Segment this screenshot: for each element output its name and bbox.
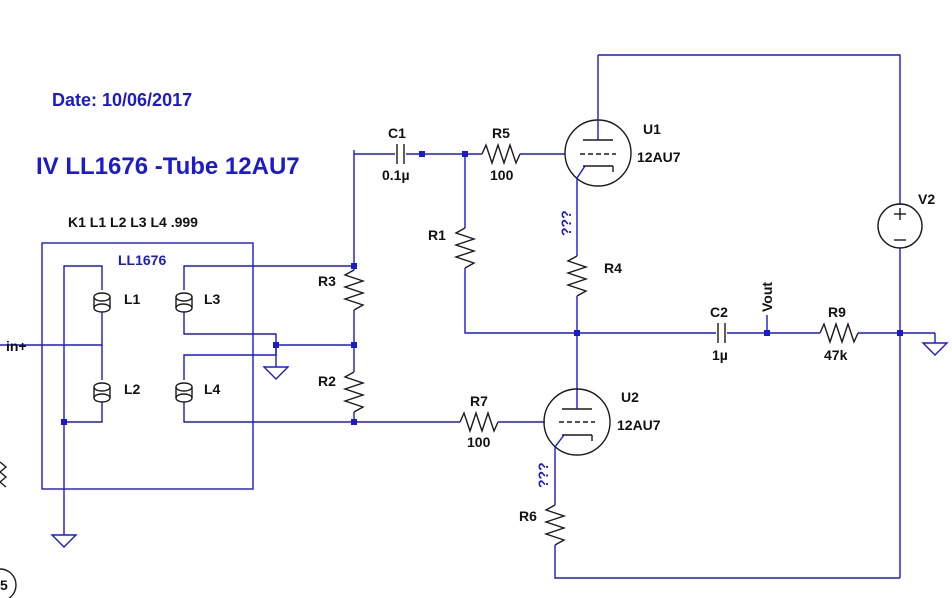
vout-net-label: Vout [759, 282, 775, 333]
u1-label: U1 [643, 121, 661, 137]
l1-label: L1 [124, 291, 141, 307]
r6-label: R6 [519, 508, 537, 524]
inductor-l2[interactable]: L2 [64, 355, 141, 423]
node-dot [351, 263, 357, 269]
r7-value: 100 [467, 434, 491, 450]
inductor-l1[interactable]: L1 [63, 265, 141, 422]
transformer-ll1676[interactable]: LL1676 L1 L2 in+ [0, 242, 354, 490]
ground-symbol-centertap [262, 344, 354, 380]
r4-unknown-value: ??? [558, 210, 574, 236]
schematic-title: IV LL1676 -Tube 12AU7 [36, 153, 300, 180]
r6-unknown-value: ??? [535, 462, 551, 488]
resistor-r3[interactable]: R3 [318, 150, 366, 345]
r1-label: R1 [428, 227, 446, 243]
vout-label: Vout [759, 282, 775, 312]
c2-label: C2 [710, 304, 728, 320]
r5-value: 100 [490, 167, 514, 183]
ground-symbol-primary [50, 422, 78, 548]
partial-element-left: 5 [0, 461, 17, 598]
resistor-r5[interactable]: R5 100 [465, 125, 565, 183]
resistor-r4[interactable]: R4 ??? [558, 165, 622, 333]
v2-label: V2 [918, 191, 935, 207]
transformer-label: LL1676 [118, 252, 166, 268]
tube-u1[interactable]: U1 12AU7 [564, 55, 681, 187]
u1-value: 12AU7 [637, 149, 681, 165]
capacitor-c1[interactable]: C1 0.1µ [354, 125, 465, 183]
transformer-outline [41, 242, 254, 490]
l3-label: L3 [204, 291, 221, 307]
resistor-r7[interactable]: R7 100 [354, 393, 545, 450]
resistor-r2[interactable]: R2 [318, 345, 366, 422]
r7-label: R7 [470, 393, 488, 409]
tube-u2[interactable]: U2 12AU7 [543, 388, 661, 456]
c1-label: C1 [388, 125, 406, 141]
r5-label: R5 [492, 125, 510, 141]
node-dot [419, 151, 425, 157]
capacitor-c2[interactable]: C2 1µ [577, 304, 820, 363]
inductor-l3[interactable]: L3 [175, 265, 354, 345]
voltage-source-v2[interactable]: V2 [877, 191, 935, 578]
r3-label: R3 [318, 273, 336, 289]
date-label: Date: 10/06/2017 [52, 90, 192, 110]
r9-value: 47k [824, 347, 848, 363]
l2-label: L2 [124, 381, 141, 397]
node-dot [61, 419, 67, 425]
u2-label: U2 [621, 389, 639, 405]
c2-value: 1µ [712, 347, 728, 363]
resistor-r6[interactable]: R6 ??? [519, 434, 900, 579]
c1-value: 0.1µ [382, 167, 410, 183]
u2-value: 12AU7 [617, 417, 661, 433]
node-dot [273, 342, 279, 348]
ground-symbol-output [921, 333, 949, 356]
supply-wire [598, 54, 901, 200]
l4-label: L4 [204, 381, 221, 397]
r4-label: R4 [604, 260, 622, 276]
partial-label: 5 [0, 577, 8, 593]
r2-label: R2 [318, 373, 336, 389]
resistor-r1[interactable]: R1 [428, 154, 577, 334]
coupling-directive: K1 L1 L2 L3 L4 .999 [68, 214, 198, 230]
r9-label: R9 [828, 304, 846, 320]
resistor-r9[interactable]: R9 47k [819, 304, 935, 363]
input-label: in+ [6, 338, 27, 354]
